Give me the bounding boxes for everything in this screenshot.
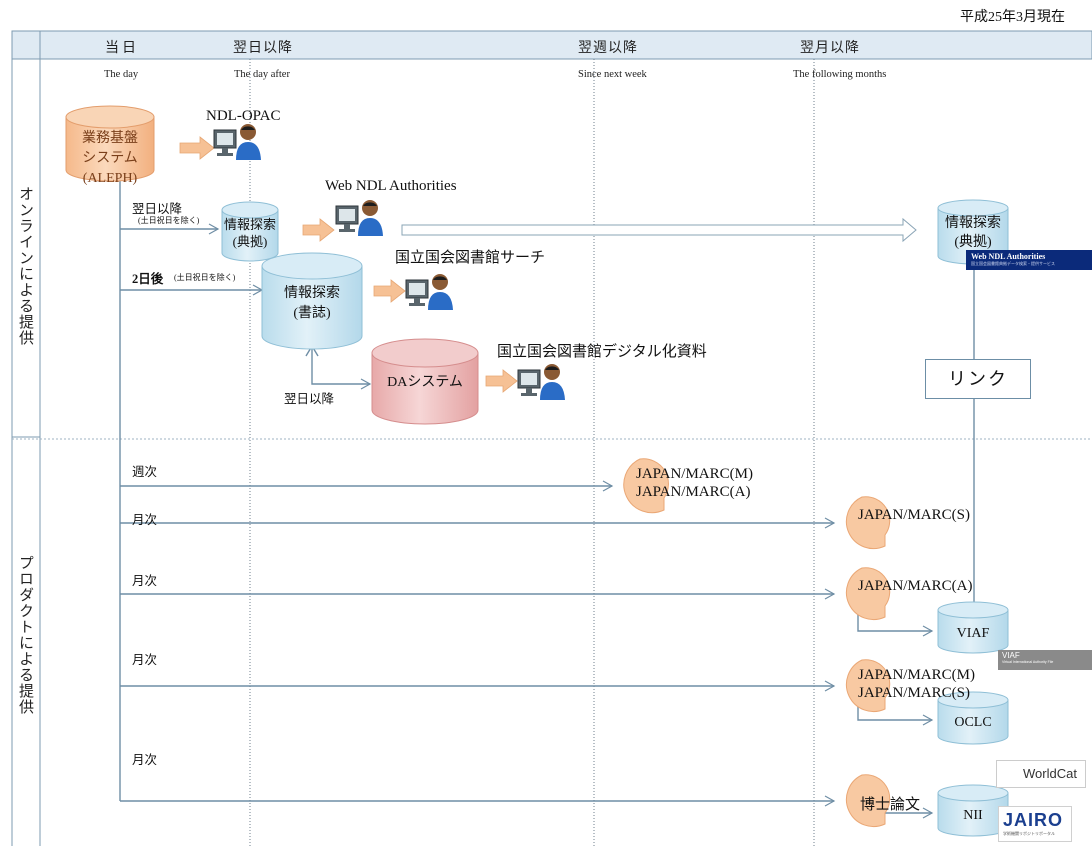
two-days-label: 2日後 [132,272,164,286]
marc-a2-label: JAPAN/MARC(A) [858,578,973,594]
da-cylinder [371,338,479,425]
user-pc-icon-wna [335,200,383,236]
viaf-cylinder [937,601,1009,654]
marc-a-label: JAPAN/MARC(A) [636,484,751,500]
date-note: 平成25年3月現在 [960,10,1065,25]
oclc-label: OCLC [954,715,992,730]
monthly-label-4: 月次 [132,753,158,767]
tenkyo-right-label: 情報探索 (典拠) [945,216,1001,250]
user-pc-icon-opac [213,124,261,160]
row-label-product: プロダクトによる提供 [17,555,33,715]
aleph-cylinder [65,105,155,182]
thesis-label: 博士論文 [860,797,921,813]
marc-s2-label: JAPAN/MARC(S) [858,685,970,701]
oclc-cylinder [937,691,1009,745]
tenkyo-cylinder [221,201,279,262]
monthly-label-2: 月次 [132,574,158,588]
marc-s-label: JAPAN/MARC(S) [858,507,970,523]
ndl-search-label: 国立国会図書館サーチ [395,250,546,266]
shoshi-label: 情報探索 (書誌) [284,286,340,321]
arrow-shoshi-da [311,348,372,390]
long-arrow-tenkyo [401,217,917,243]
col-header-day: 当日 [105,41,139,56]
viaf-badge[interactable]: VIAF Virtual International Authority Fil… [998,650,1092,670]
link-box[interactable]: リンク [925,359,1031,399]
shoshi-cylinder [261,252,363,350]
marc-m-label: JAPAN/MARC(M) [636,466,753,482]
web-ndl-authorities-badge[interactable]: Web NDL Authorities 国立国会図書館典拠データ検索・提供サービ… [966,250,1092,270]
arrow-to-viaf [857,614,934,637]
da-system-label: DAシステム [387,375,463,390]
ndl-opac-label: NDL-OPAC [206,108,281,124]
worldcat-badge[interactable]: WorldCat [996,760,1086,788]
user-pc-icon-search [405,274,453,310]
user-pc-icon-digital [517,364,565,400]
arrow-to-oclc [857,706,934,726]
monthly-label-3: 月次 [132,653,158,667]
col-header-next-week: 翌週以降 [578,41,638,56]
viaf-label: VIAF [956,626,990,641]
two-days-note: (土日祝日を除く) [174,273,236,282]
weekly-label: 週次 [132,465,158,479]
digital-collection-label: 国立国会図書館デジタル化資料 [497,344,707,360]
monthly-label-1: 月次 [132,513,158,527]
tenkyo-right-cylinder [937,199,1009,265]
product-bubbles [623,458,891,828]
col-sub-day-after: The day after [234,69,290,80]
next-day-label: 翌日以降 [132,202,183,216]
table-frame [11,30,1092,846]
nii-label: NII [963,808,983,823]
col-header-day-after: 翌日以降 [233,41,293,56]
row-label-online: オンラインによる提供 [17,186,33,346]
jairo-badge[interactable]: JAIRO 学術機関リポジトリポータル [998,806,1072,842]
nii-cylinder [937,784,1009,837]
orange-arrows [179,136,518,393]
da-next-day-label: 翌日以降 [284,392,335,406]
marc-m2-label: JAPAN/MARC(M) [858,667,975,683]
header-band [11,30,1092,60]
col-sub-following-months: The following months [793,69,887,80]
aleph-label: 業務基盤 システム (ALEPH) [82,131,138,186]
next-day-note: (土日祝日を除く) [138,216,200,225]
col-sub-day: The day [104,69,139,80]
col-sub-next-week: Since next week [578,69,647,80]
col-header-following-months: 翌月以降 [800,41,860,56]
tenkyo-label: 情報探索 (典拠) [223,217,276,249]
web-ndl-authorities-label: Web NDL Authorities [325,178,457,194]
